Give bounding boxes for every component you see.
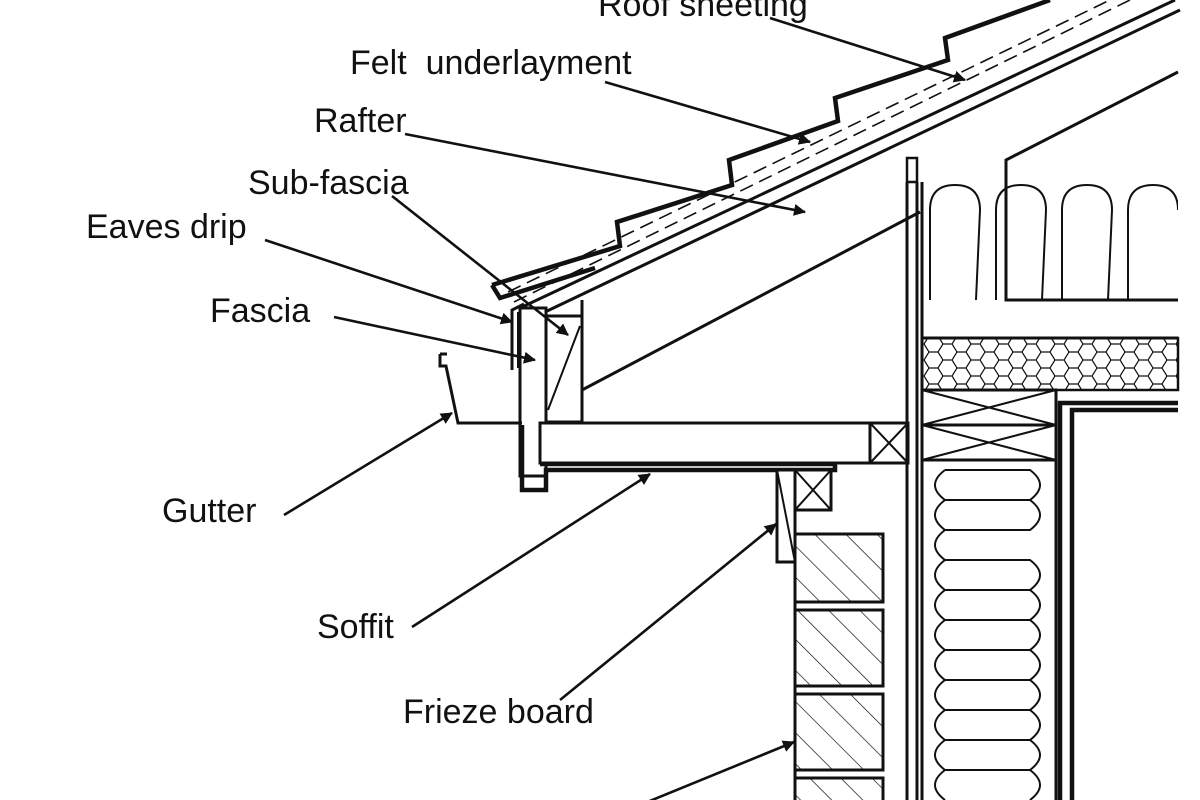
eaves-drip-shape bbox=[510, 302, 525, 370]
wall-frame-shape bbox=[905, 156, 1178, 800]
leader-frieze-board bbox=[559, 522, 777, 702]
label-frieze-board: Frieze board bbox=[403, 693, 594, 731]
rafter-shape bbox=[519, 0, 1181, 422]
soffit-shape bbox=[519, 425, 838, 493]
ceiling-insulation-shape bbox=[920, 70, 1180, 392]
label-fascia: Fascia bbox=[210, 292, 310, 330]
label-rafter: Rafter bbox=[314, 102, 407, 140]
label-sub-fascia: Sub-fascia bbox=[248, 164, 409, 202]
leader-brick bbox=[648, 740, 795, 800]
leader-soffit bbox=[411, 472, 651, 629]
label-soffit: Soffit bbox=[317, 608, 394, 646]
frieze-board-shape bbox=[775, 468, 833, 564]
leader-gutter bbox=[283, 411, 453, 517]
felt-underlayment-shape bbox=[507, 0, 1131, 303]
gutter-shape bbox=[438, 352, 522, 425]
label-gutter: Gutter bbox=[162, 492, 256, 530]
ceiling-joist-shape bbox=[538, 421, 910, 465]
leader-sub-fascia bbox=[391, 194, 569, 337]
leader-rafter bbox=[404, 132, 806, 216]
leader-fascia bbox=[333, 315, 536, 364]
label-felt-underlayment: Felt underlayment bbox=[350, 44, 632, 82]
wall-insulation-shape bbox=[934, 469, 1041, 800]
leader-roof-sheeting bbox=[769, 16, 966, 83]
label-eaves-drip: Eaves drip bbox=[86, 208, 247, 246]
leader-felt-underlayment bbox=[604, 80, 811, 145]
leader-eaves-drip bbox=[264, 238, 513, 325]
brick-wall-shape bbox=[793, 510, 885, 800]
leader-lines bbox=[264, 16, 966, 800]
label-roof-sheeting: Roof sheeting bbox=[598, 0, 808, 24]
